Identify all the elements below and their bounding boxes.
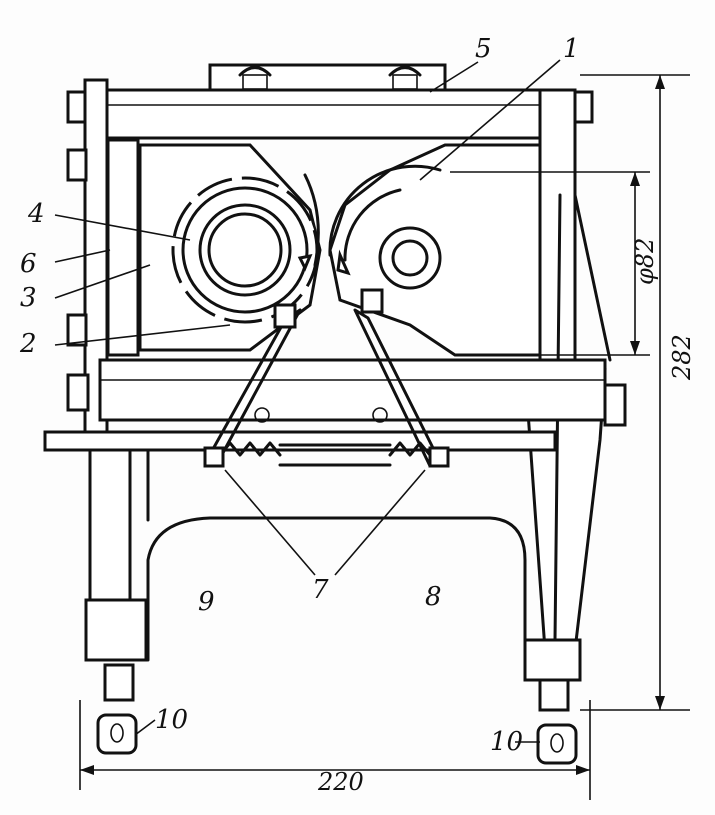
- dimension-width: 220: [317, 768, 364, 796]
- left-side-frame: [66, 78, 148, 662]
- left-gear-roller: [171, 176, 319, 324]
- label-part-8: 8: [425, 582, 442, 612]
- label-part-7: 7: [312, 575, 329, 605]
- left-foot: [96, 663, 138, 755]
- dimension-roller-diameter: φ82: [631, 238, 659, 285]
- label-part-10-left: 10: [155, 705, 188, 735]
- label-part-3: 3: [20, 283, 37, 313]
- top-crossbar: [66, 88, 594, 140]
- left-roller-housing: [138, 143, 322, 352]
- dimension-height: 282: [668, 334, 696, 381]
- leader-lines: [54, 59, 561, 743]
- label-part-4: 4: [27, 199, 45, 229]
- dimension-lines: [79, 74, 690, 800]
- base-frame: [146, 448, 527, 662]
- label-part-6: 6: [20, 249, 37, 279]
- label-part-9: 9: [198, 587, 215, 617]
- spring: [203, 441, 450, 468]
- label-part-1: 1: [563, 34, 580, 64]
- middle-crossbar: [43, 358, 607, 452]
- right-foot: [536, 678, 578, 765]
- label-part-10-right: 10: [490, 727, 523, 757]
- label-part-5: 5: [475, 34, 492, 64]
- label-part-2: 2: [19, 329, 37, 359]
